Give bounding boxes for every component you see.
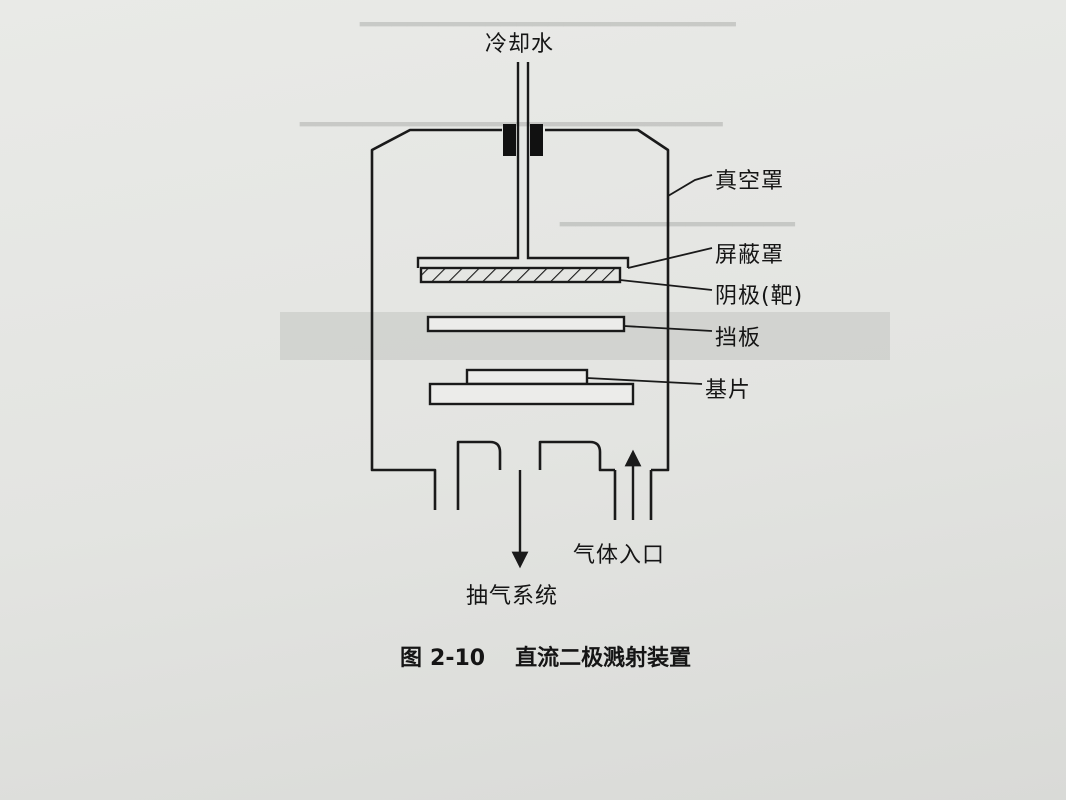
caption-number: 2-10 (430, 646, 486, 671)
leader-substrate (586, 377, 703, 385)
label-cathode-target: 阴极(靶) (715, 284, 804, 309)
gas-inlet-pipe (613, 470, 653, 520)
leader-shield-cover (627, 247, 713, 269)
substrate-holder (428, 382, 635, 406)
label-gas-inlet: 气体入口 (573, 543, 666, 568)
pipe-seal-right (530, 124, 543, 156)
label-vacuum-cover: 真空罩 (715, 169, 785, 194)
label-exhaust-system: 抽气系统 (466, 584, 559, 609)
pipe-seal-left (503, 124, 516, 156)
leader-vacuum-cover (667, 174, 713, 197)
substrate (465, 368, 589, 386)
figure-caption: 图 2-10 直流二极溅射装置 (400, 640, 691, 672)
leader-cathode (619, 279, 713, 291)
vacuum-chamber-outline (370, 128, 670, 510)
label-baffle: 挡板 (715, 326, 762, 351)
baffle-plate (426, 315, 626, 333)
label-shield-cover: 屏蔽罩 (715, 243, 785, 268)
cathode-target (419, 266, 622, 284)
caption-title: 直流二极溅射装置 (515, 646, 692, 671)
label-cooling-water: 冷却水 (485, 32, 555, 57)
label-substrate: 基片 (705, 378, 752, 403)
cooling-water-pipe (416, 62, 630, 268)
caption-prefix: 图 (400, 646, 423, 671)
leader-baffle (623, 325, 713, 332)
